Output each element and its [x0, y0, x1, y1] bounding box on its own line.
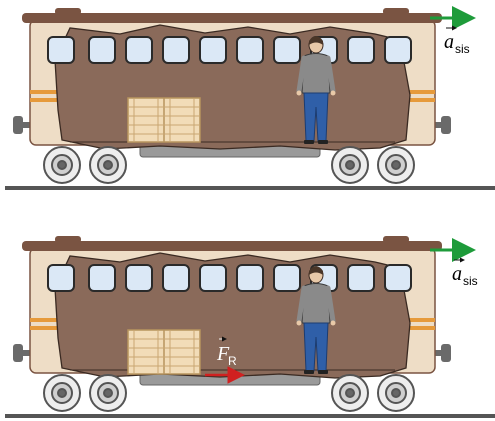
- crate-icon: [128, 98, 200, 142]
- acceleration-label: a sis: [452, 260, 478, 288]
- panel-top: a sis: [5, 8, 495, 188]
- acceleration-symbol: a: [444, 31, 454, 53]
- acceleration-label: a sis: [444, 28, 470, 56]
- acceleration-subscript: sis: [463, 274, 478, 288]
- acceleration-subscript: sis: [455, 42, 470, 56]
- panel-bottom: a sis F R: [5, 236, 495, 416]
- force-subscript: R: [228, 354, 237, 368]
- train-wagon-icon: [5, 8, 495, 188]
- acceleration-symbol: a: [452, 263, 462, 285]
- crate-icon: [128, 330, 200, 374]
- train-wagon-icon: [5, 236, 495, 416]
